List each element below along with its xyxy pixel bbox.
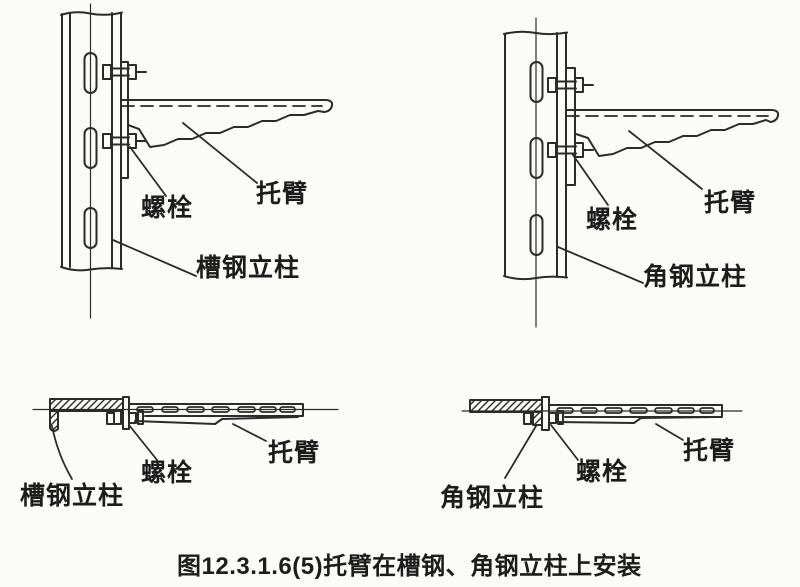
- bolt-upper: [102, 64, 147, 80]
- leader-line-bracket: [232, 423, 267, 442]
- leader-line-column: [112, 239, 197, 277]
- leader-line-column: [557, 246, 644, 284]
- bolt-assembly: [523, 396, 564, 431]
- column-slot-holes: [83, 52, 98, 249]
- label-column-front-channel: 槽钢立柱: [196, 254, 301, 282]
- leader-line-bracket: [182, 122, 258, 184]
- bracket-arm: [566, 109, 780, 157]
- mounting-plate: [565, 67, 576, 186]
- label-column-plan-channel: 槽钢立柱: [20, 482, 125, 510]
- bracket-arm-plan: [548, 404, 723, 424]
- front-view-channel-drawing: [60, 3, 334, 319]
- leader-line-bracket: [628, 130, 703, 190]
- figure-caption: 图12.3.1.6(5)托臂在槽钢、角钢立柱上安装: [177, 553, 642, 580]
- channel-column-outline: [60, 11, 123, 272]
- label-bracket-front-angle: 托臂: [704, 189, 757, 217]
- bolt-lower: [102, 133, 147, 149]
- leader-line-bolt: [572, 154, 609, 206]
- mounting-plate: [120, 61, 129, 179]
- leader-line-column: [504, 425, 537, 479]
- label-bracket-plan-angle: 托臂: [683, 437, 736, 465]
- bracket-slot-dashes: [556, 407, 715, 414]
- front-view-angle-drawing: [503, 17, 780, 328]
- label-column-front-angle: 角钢立柱: [643, 263, 748, 291]
- label-bracket-front-channel: 托臂: [256, 180, 309, 208]
- leader-line-bolt: [550, 424, 579, 461]
- leader-line-bolt: [128, 424, 158, 461]
- label-bracket-plan-channel: 托臂: [268, 439, 321, 467]
- label-bolt-front-channel: 螺栓: [141, 194, 194, 222]
- column-slot-holes: [529, 61, 544, 256]
- bracket-slot-dashes: [136, 406, 296, 413]
- label-bolt-plan-angle: 螺栓: [576, 458, 629, 486]
- leader-line-column: [51, 425, 73, 480]
- plan-view-channel-drawing: [32, 396, 339, 480]
- label-bolt-front-angle: 螺栓: [586, 206, 639, 234]
- channel-section-hatched: [49, 398, 124, 432]
- bolt-assembly: [106, 396, 144, 430]
- leader-line-bracket: [655, 423, 684, 441]
- bolt-lower: [547, 142, 594, 158]
- label-column-plan-angle: 角钢立柱: [440, 484, 545, 512]
- bolt-upper: [547, 77, 594, 93]
- label-bolt-plan-channel: 螺栓: [141, 459, 194, 487]
- leader-line-bolt: [129, 146, 167, 197]
- bracket-arm: [121, 99, 334, 148]
- plan-view-angle-drawing: [461, 396, 743, 479]
- bracket-arm-plan: [128, 403, 304, 425]
